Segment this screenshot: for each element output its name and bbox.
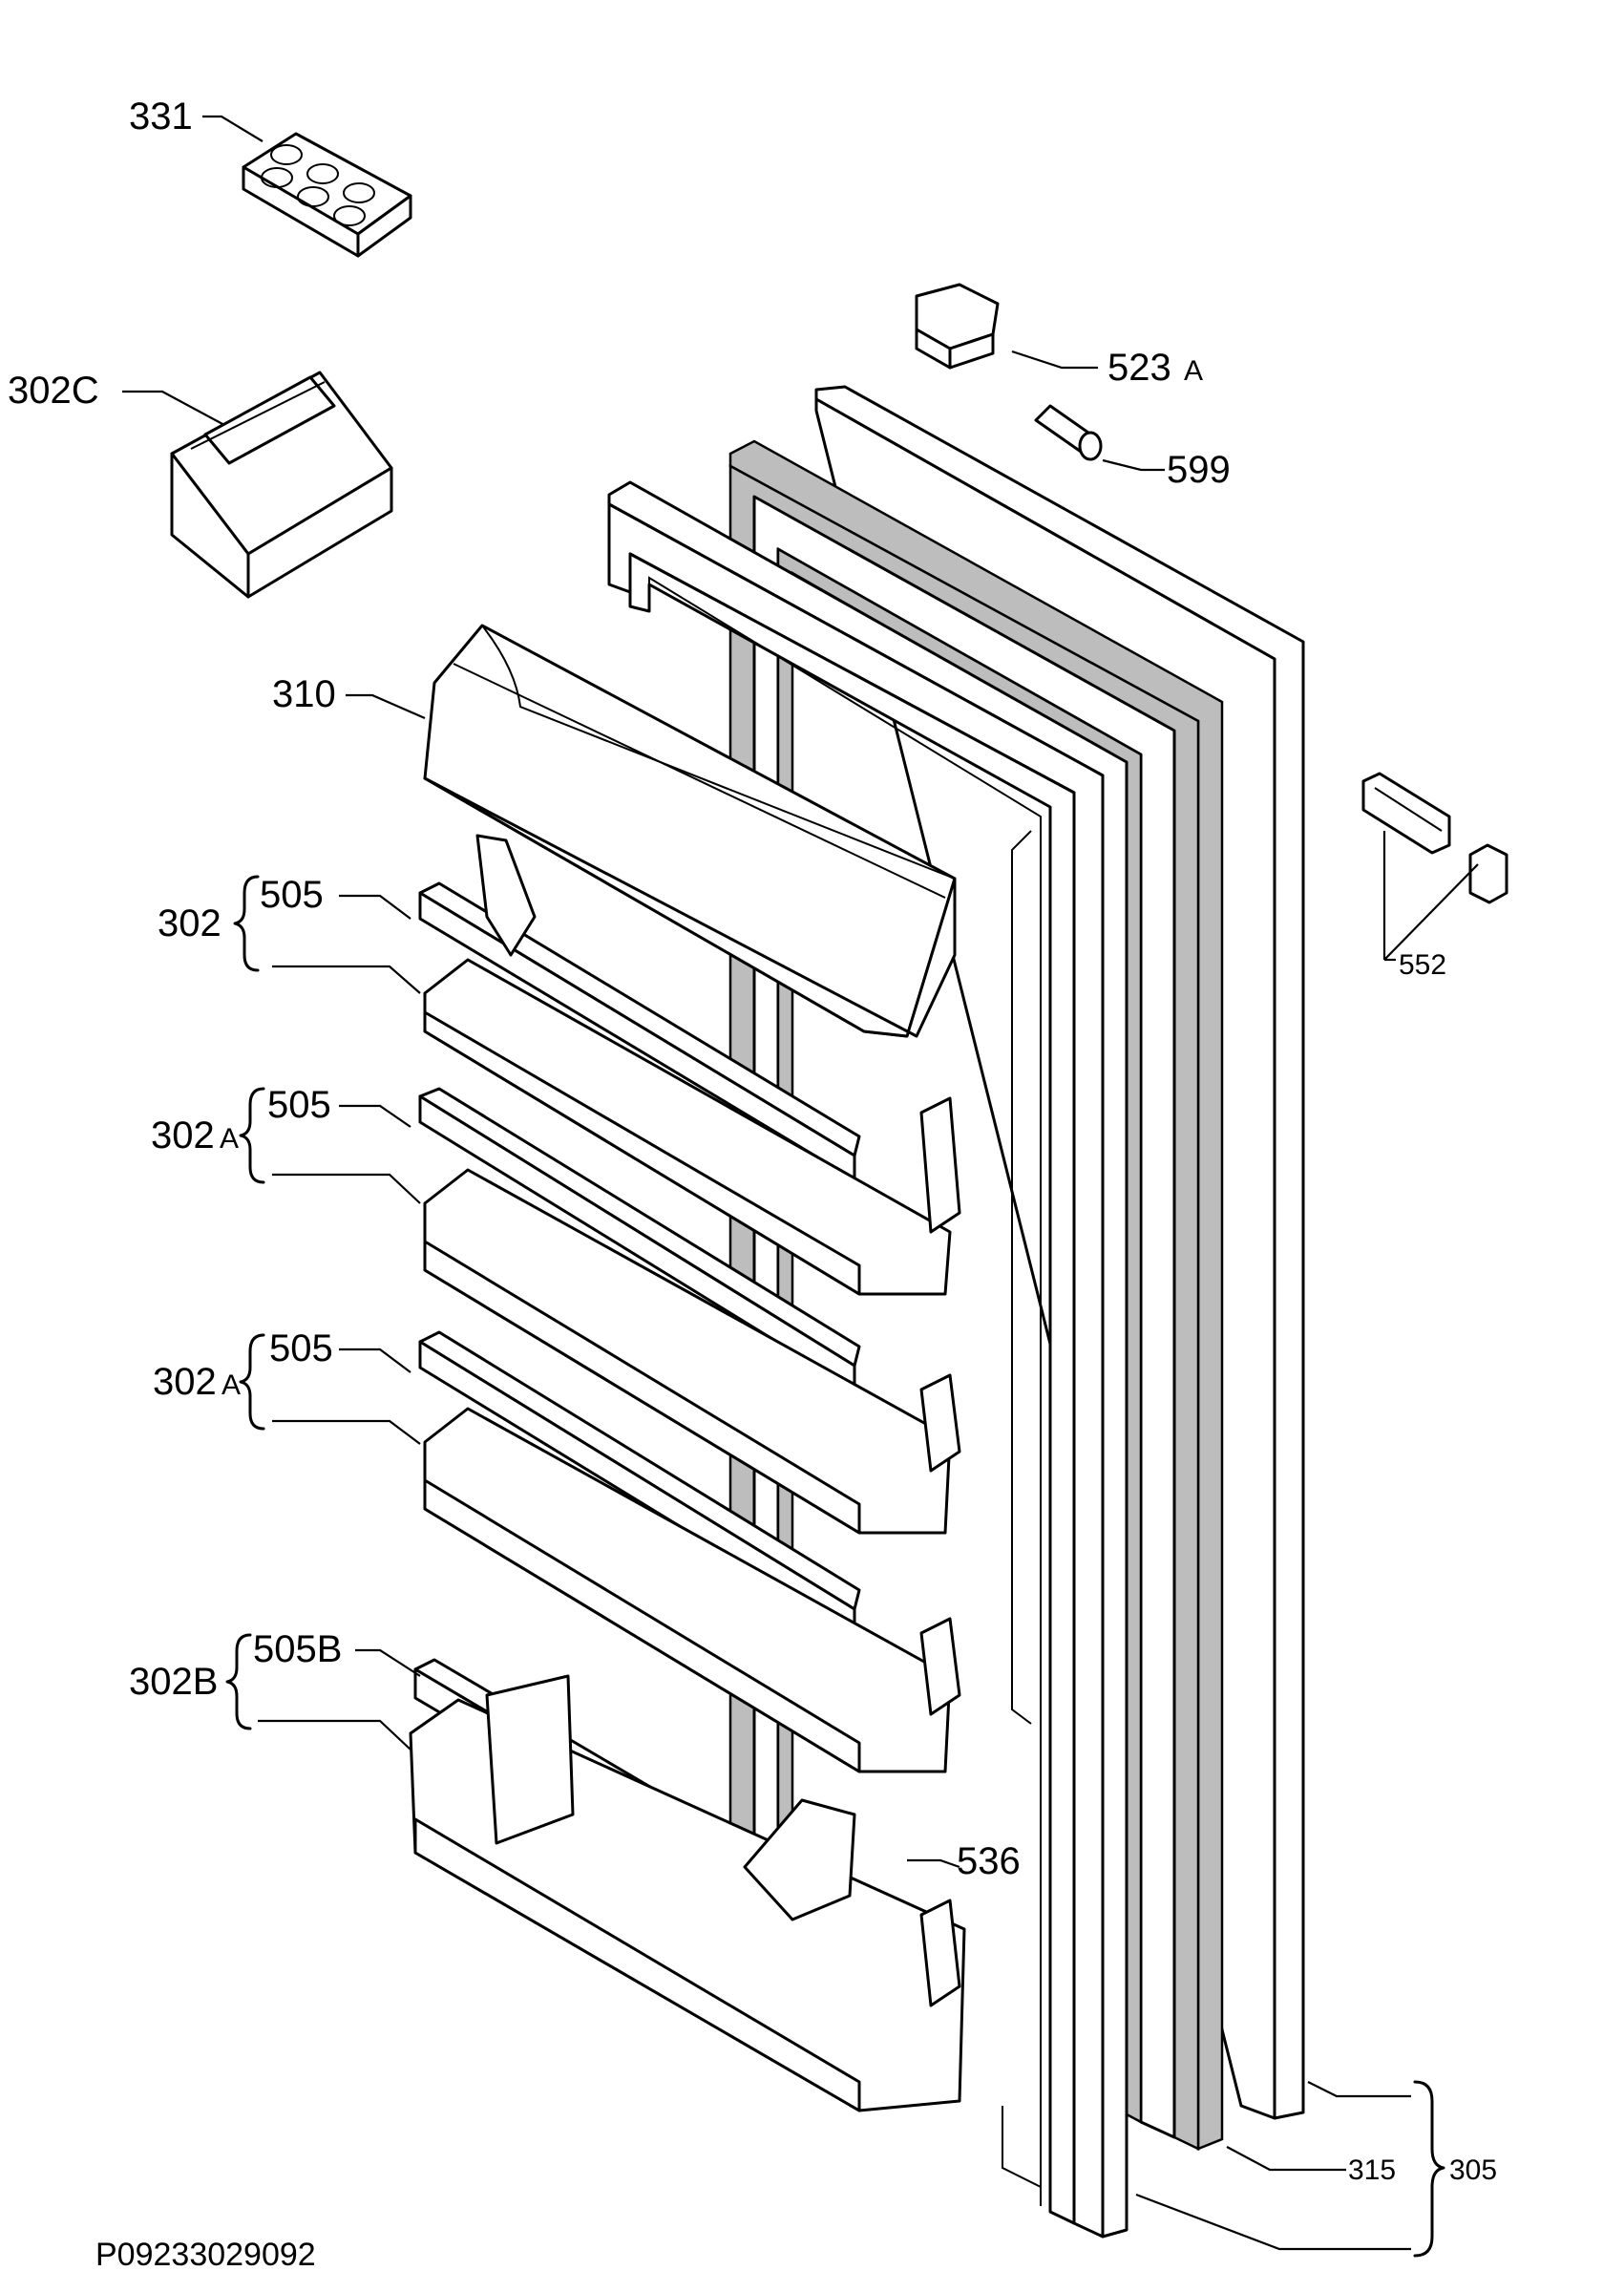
label-310: 310 [272,673,336,715]
label-302a-1: 302 [151,1114,215,1157]
leader-lines [122,115,1479,2251]
label-305: 305 [1449,2154,1497,2186]
label-315: 315 [1348,2154,1396,2186]
egg-tray [242,132,412,258]
brace-302b [225,1633,252,1730]
label-302b: 302B [129,1661,218,1703]
label-505-3: 505 [269,1327,333,1369]
label-523a: 523 [1107,347,1171,389]
dairy-compartment [423,624,957,1038]
part-labels: 331 302C 310 302 505 302 A 505 302 A 505… [8,96,1497,2273]
label-505-2: 505 [267,1084,331,1126]
label-331: 331 [129,96,193,138]
label-302: 302 [158,902,221,944]
hinge-cover [915,283,1000,370]
label-536: 536 [957,1840,1021,1882]
braces [225,875,1445,2258]
label-302a-2-suffix: A [221,1369,241,1401]
hinge-pin [1034,404,1103,461]
brace-302a-2 [239,1333,265,1431]
label-505-1: 505 [260,874,324,916]
label-302a-2: 302 [153,1361,217,1403]
label-552: 552 [1399,949,1446,981]
label-302a-1-suffix: A [220,1123,239,1155]
door-shelf-302 [418,834,961,1296]
brace-302 [233,875,260,972]
brace-302a-1 [239,1087,265,1184]
drawing-number: P09233029092 [95,2237,316,2273]
door-shelf-302a-1 [418,1087,961,1535]
label-505b: 505B [253,1628,342,1670]
door-brackets [1361,772,1508,904]
label-523a-suffix: A [1184,355,1203,387]
inner-door-liner [607,480,1128,2239]
small-shelf-bin [170,371,393,599]
label-302c: 302C [8,370,99,412]
door-shelf-302a-2 [418,1330,961,1773]
label-599: 599 [1167,449,1231,491]
door-shelf-302b [409,1658,966,2112]
brace-305 [1413,2080,1445,2258]
